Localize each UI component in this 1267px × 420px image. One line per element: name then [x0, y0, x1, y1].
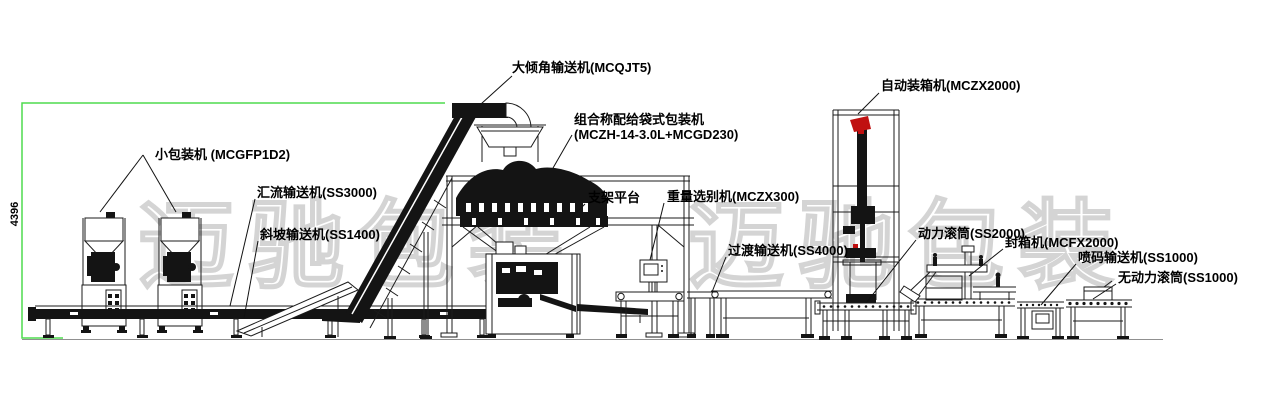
carton-box: [1083, 280, 1113, 301]
machine-bag-packer: [485, 241, 648, 338]
label-gravity-roller: 无动力滚筒(SS1000): [1118, 270, 1238, 285]
dimension-lines: [21, 102, 445, 339]
machine-coding-conveyor: [1017, 301, 1064, 339]
machine-carton-packer: [832, 109, 900, 331]
label-combo-bagger-line1: 组合称配给袋式包装机: [574, 112, 705, 127]
machine-checkweigher: [615, 259, 717, 338]
gripper-red-accent: [850, 116, 871, 248]
machine-gravity-roller: [1066, 280, 1132, 339]
label-transition-conveyor: 过渡输送机(SS4000): [728, 243, 848, 258]
watermark: 迈驰包装: [687, 192, 1128, 301]
machine-ramp-conveyor: [235, 281, 359, 337]
label-incline-conveyor: 大倾角输送机(MCQJT5): [512, 60, 652, 75]
label-ramp-conveyor: 斜坡输送机(SS1400): [260, 227, 380, 242]
machine-transition-conveyor: [711, 290, 832, 338]
label-power-roller: 动力滚筒(SS2000): [918, 226, 1025, 241]
machine-carton-sealer: [899, 245, 1016, 338]
label-small-packer: 小包装机 (MCGFP1D2): [155, 147, 291, 162]
label-merge-conveyor: 汇流输送机(SS3000): [257, 185, 377, 200]
label-carton-packer: 自动装箱机(MCZX2000): [881, 78, 1021, 93]
label-combo-bagger: 组合称配给袋式包装机 (MCZH-14-3.0L+MCGD230): [574, 112, 738, 142]
machine-power-roller: [814, 300, 917, 340]
label-combo-bagger-line2: (MCZH-14-3.0L+MCGD230): [574, 127, 739, 142]
label-sealer: 封箱机(MCFX2000): [1005, 235, 1119, 250]
machine-incline-conveyor: [322, 102, 533, 339]
leader-lines: [99, 75, 1117, 319]
dimension-value: 4396: [9, 201, 21, 227]
label-coding-conveyor: 喷码输送机(SS1000): [1078, 250, 1198, 265]
label-checkweigher: 重量选别机(MCZX300): [667, 189, 800, 204]
label-platform: 支架平台: [588, 190, 641, 205]
